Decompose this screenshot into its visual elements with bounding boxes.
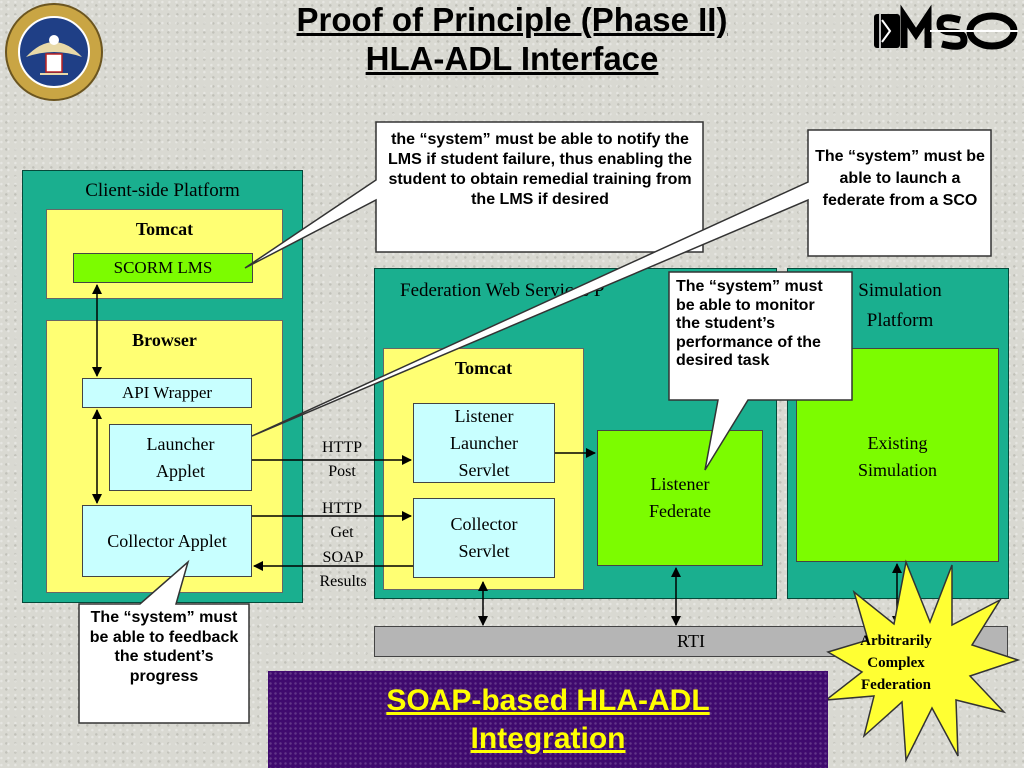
listener-launcher-servlet-box[interactable]: Listener Launcher Servlet xyxy=(413,403,555,483)
callout-feedback: The “system” must be able to feedback th… xyxy=(89,609,239,685)
scorm-lms-box[interactable]: SCORM LMS xyxy=(73,253,253,283)
title-line-1: Proof of Principle (Phase II) xyxy=(296,1,728,38)
http-post-label: HTTP Post xyxy=(322,439,362,480)
collector-servlet-box[interactable]: Collector Servlet xyxy=(413,498,555,578)
collector-applet-label: Collector Applet xyxy=(107,530,227,551)
callout-launch-federate-shape xyxy=(251,129,992,437)
simulation-platform-title: Simulation Platform xyxy=(858,280,942,331)
callout-launch-federate: The “system” must be able to launch a fe… xyxy=(815,148,985,209)
dod-seal xyxy=(4,2,104,102)
existing-simulation-label: Existing Simulation xyxy=(857,433,937,480)
http-get-label: HTTP Get xyxy=(322,500,362,541)
listener-launcher-servlet-label: Listener Launcher Servlet xyxy=(450,405,518,480)
callout-monitor: The “system” must be able to monitor the… xyxy=(676,278,823,369)
page-title: Proof of Principle (Phase II) HLA-ADL In… xyxy=(150,0,874,78)
collector-applet-box[interactable]: Collector Applet xyxy=(82,505,252,577)
client-tomcat-label: Tomcat xyxy=(135,219,194,239)
callout-feedback-shape xyxy=(78,559,250,724)
federation-burst-shape xyxy=(823,559,1021,763)
federation-burst-label: Arbitrarily Complex Federation xyxy=(860,633,932,693)
api-wrapper-box[interactable]: API Wrapper xyxy=(82,378,252,408)
listener-federate-label: Listener Federate xyxy=(649,474,711,521)
client-platform-title: Client-side Platform xyxy=(85,180,240,201)
rti-label: RTI xyxy=(677,631,705,651)
launcher-applet-box[interactable]: Launcher Applet xyxy=(109,424,252,491)
fws-platform-title: Federation Web Services P xyxy=(400,280,605,301)
callout-notify-lms: the “system” must be able to notify the … xyxy=(387,131,692,208)
title-line-2: HLA-ADL Interface xyxy=(365,40,659,77)
launcher-applet-label: Launcher Applet xyxy=(146,433,215,481)
collector-servlet-label: Collector Servlet xyxy=(450,514,518,561)
callout-notify-lms-shape xyxy=(244,121,704,269)
soap-results-label: SOAP Results xyxy=(319,549,367,590)
api-wrapper-label: API Wrapper xyxy=(121,383,213,402)
seal-graphic xyxy=(5,3,103,101)
dmso-logo-graphic xyxy=(874,4,1018,50)
listener-federate-box[interactable]: Listener Federate xyxy=(597,430,763,566)
scorm-lms-label: SCORM LMS xyxy=(113,258,213,277)
fws-tomcat-label: Tomcat xyxy=(454,358,513,378)
dmso-logo xyxy=(870,4,1020,52)
soap-banner: SOAP-based HLA-ADL Integration xyxy=(268,671,828,768)
browser-label: Browser xyxy=(132,330,197,350)
callout-monitor-shape xyxy=(668,271,853,471)
soap-banner-text: SOAP-based HLA-ADL Integration xyxy=(386,683,710,755)
